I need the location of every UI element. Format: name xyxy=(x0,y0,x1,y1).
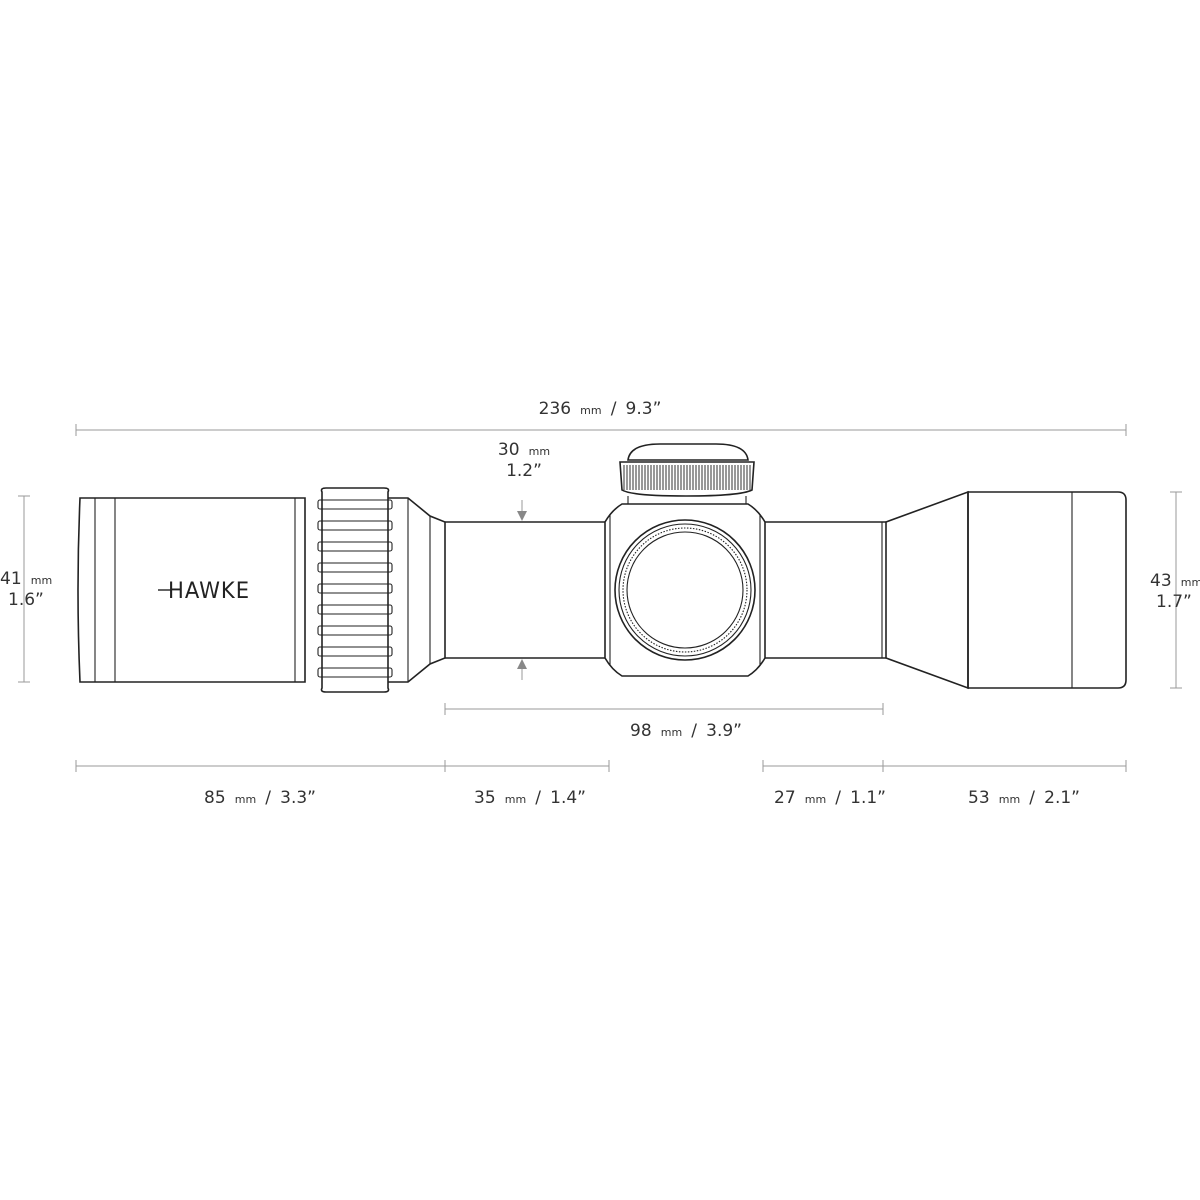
tube-diameter-label-inch: 1.2” xyxy=(506,461,542,481)
scope-outline: HAWKE xyxy=(77,443,1127,693)
knurl-rib xyxy=(317,625,393,636)
eyepiece-body xyxy=(77,497,306,683)
knurl-rib xyxy=(317,583,393,594)
knurl-rib xyxy=(317,520,393,531)
top-turret-knurling xyxy=(623,465,751,490)
eyepiece-diameter-label-mm: 41 mm xyxy=(0,569,52,589)
tube-diameter-arrow-bottom xyxy=(517,659,527,669)
dimension-labels: 236 mm / 9.3” 30 mm 1.2” 41 mm 1.6” 43 m… xyxy=(0,399,1200,808)
tube-diameter-arrow-top xyxy=(517,511,527,521)
knurl-rib xyxy=(317,604,393,615)
objective-length-label: 53 mm / 2.1” xyxy=(968,788,1080,808)
knurl-rib xyxy=(317,646,393,657)
side-turret-knurl-outer xyxy=(618,523,752,657)
objective-bell xyxy=(885,490,969,690)
side-turret-face xyxy=(626,531,744,649)
turret-saddle xyxy=(604,503,766,677)
saddle-to-bell-label: 27 mm / 1.1” xyxy=(774,788,886,808)
eyepiece-cone xyxy=(388,497,446,683)
overall-length-label: 236 mm / 9.3” xyxy=(539,399,662,419)
knurl-rib xyxy=(317,667,393,678)
side-turret-knurl-inner xyxy=(622,527,748,653)
tube-diameter-label-mm: 30 mm xyxy=(498,440,550,460)
tube-length-label: 98 mm / 3.9” xyxy=(630,721,742,741)
top-turret-knurl-band xyxy=(619,461,755,497)
power-ring-knurling xyxy=(317,499,393,678)
knurl-rib xyxy=(317,541,393,552)
objective-body xyxy=(967,491,1127,689)
knurl-rib xyxy=(317,562,393,573)
eyepiece-length-label: 85 mm / 3.3” xyxy=(204,788,316,808)
knurl-rib xyxy=(317,499,393,510)
brand-logo: HAWKE xyxy=(168,579,250,604)
power-ring xyxy=(320,487,390,693)
top-turret-cap xyxy=(627,443,749,461)
side-turret xyxy=(614,519,756,661)
dimension-lines xyxy=(18,424,1182,772)
front-eyepiece-to-saddle-label: 35 mm / 1.4” xyxy=(474,788,586,808)
objective-diameter-label-inch: 1.7” xyxy=(1156,592,1192,612)
eyepiece-diameter-label-inch: 1.6” xyxy=(8,590,44,610)
objective-diameter-label-mm: 43 mm xyxy=(1150,571,1200,591)
